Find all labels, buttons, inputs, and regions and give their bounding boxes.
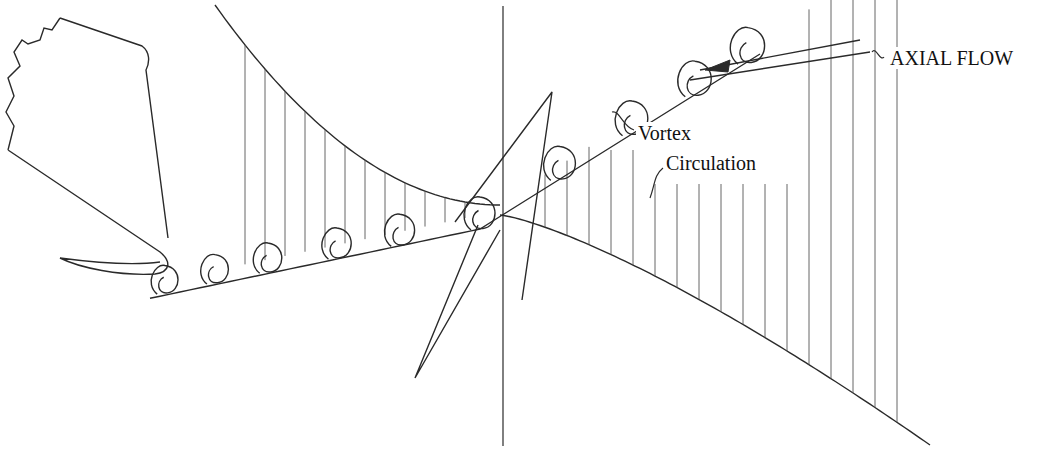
wing-sketch: [6, 18, 168, 274]
vortex-loop: [384, 214, 414, 246]
vortex-loop: [253, 243, 282, 274]
circulation-hatch: [567, 161, 568, 236]
circulation-hatch: [365, 160, 366, 239]
circulation-hatch: [677, 184, 678, 288]
circulation-hatch: [425, 191, 426, 226]
axis-line: [502, 6, 503, 446]
vortex-loop: [201, 254, 229, 284]
vortex-loop: [322, 228, 351, 259]
circulation-spike: [415, 92, 552, 378]
circulation-hatch: [831, 0, 832, 379]
circulation-hatch: [743, 184, 744, 325]
circulation-hatch: [405, 183, 406, 231]
circulation-hatch: [445, 198, 446, 223]
circulation-hatch: [875, 0, 876, 408]
circulation-hatch: [787, 184, 788, 351]
circulation-curve: [500, 215, 930, 445]
circulation-hatch: [699, 184, 700, 299]
vortex-loop: [464, 197, 495, 230]
circulation-hatch: [325, 130, 326, 248]
axial-flow-line: [690, 40, 870, 80]
vortex-loop: [544, 146, 576, 180]
axial-arrow: [705, 60, 730, 72]
circulation-hatch: [545, 174, 546, 227]
circulation-hatch: [853, 0, 854, 393]
circulation-hatch: [305, 111, 306, 251]
circulation-hatch: [721, 184, 722, 312]
callout-label: AXIAL FLOW: [888, 47, 1015, 69]
circulation-hatch: [265, 69, 266, 260]
circulation-hatch: [285, 91, 286, 256]
vortex-loop: [151, 265, 178, 294]
circulation-hatch: [809, 9, 810, 364]
circulation-hatch: [655, 184, 656, 276]
circulation-curve: [215, 5, 500, 205]
circulation-hatch: [765, 184, 766, 338]
circulation-hatch: [611, 150, 612, 255]
callout-label: Circulation: [664, 152, 758, 174]
circulation-hatch: [633, 150, 634, 265]
circulation-hatch: [245, 45, 246, 264]
leader-line: [612, 51, 884, 198]
circulation-hatch: [345, 146, 346, 244]
callout-label: Vortex: [636, 122, 693, 144]
vortex-line: [150, 54, 760, 298]
